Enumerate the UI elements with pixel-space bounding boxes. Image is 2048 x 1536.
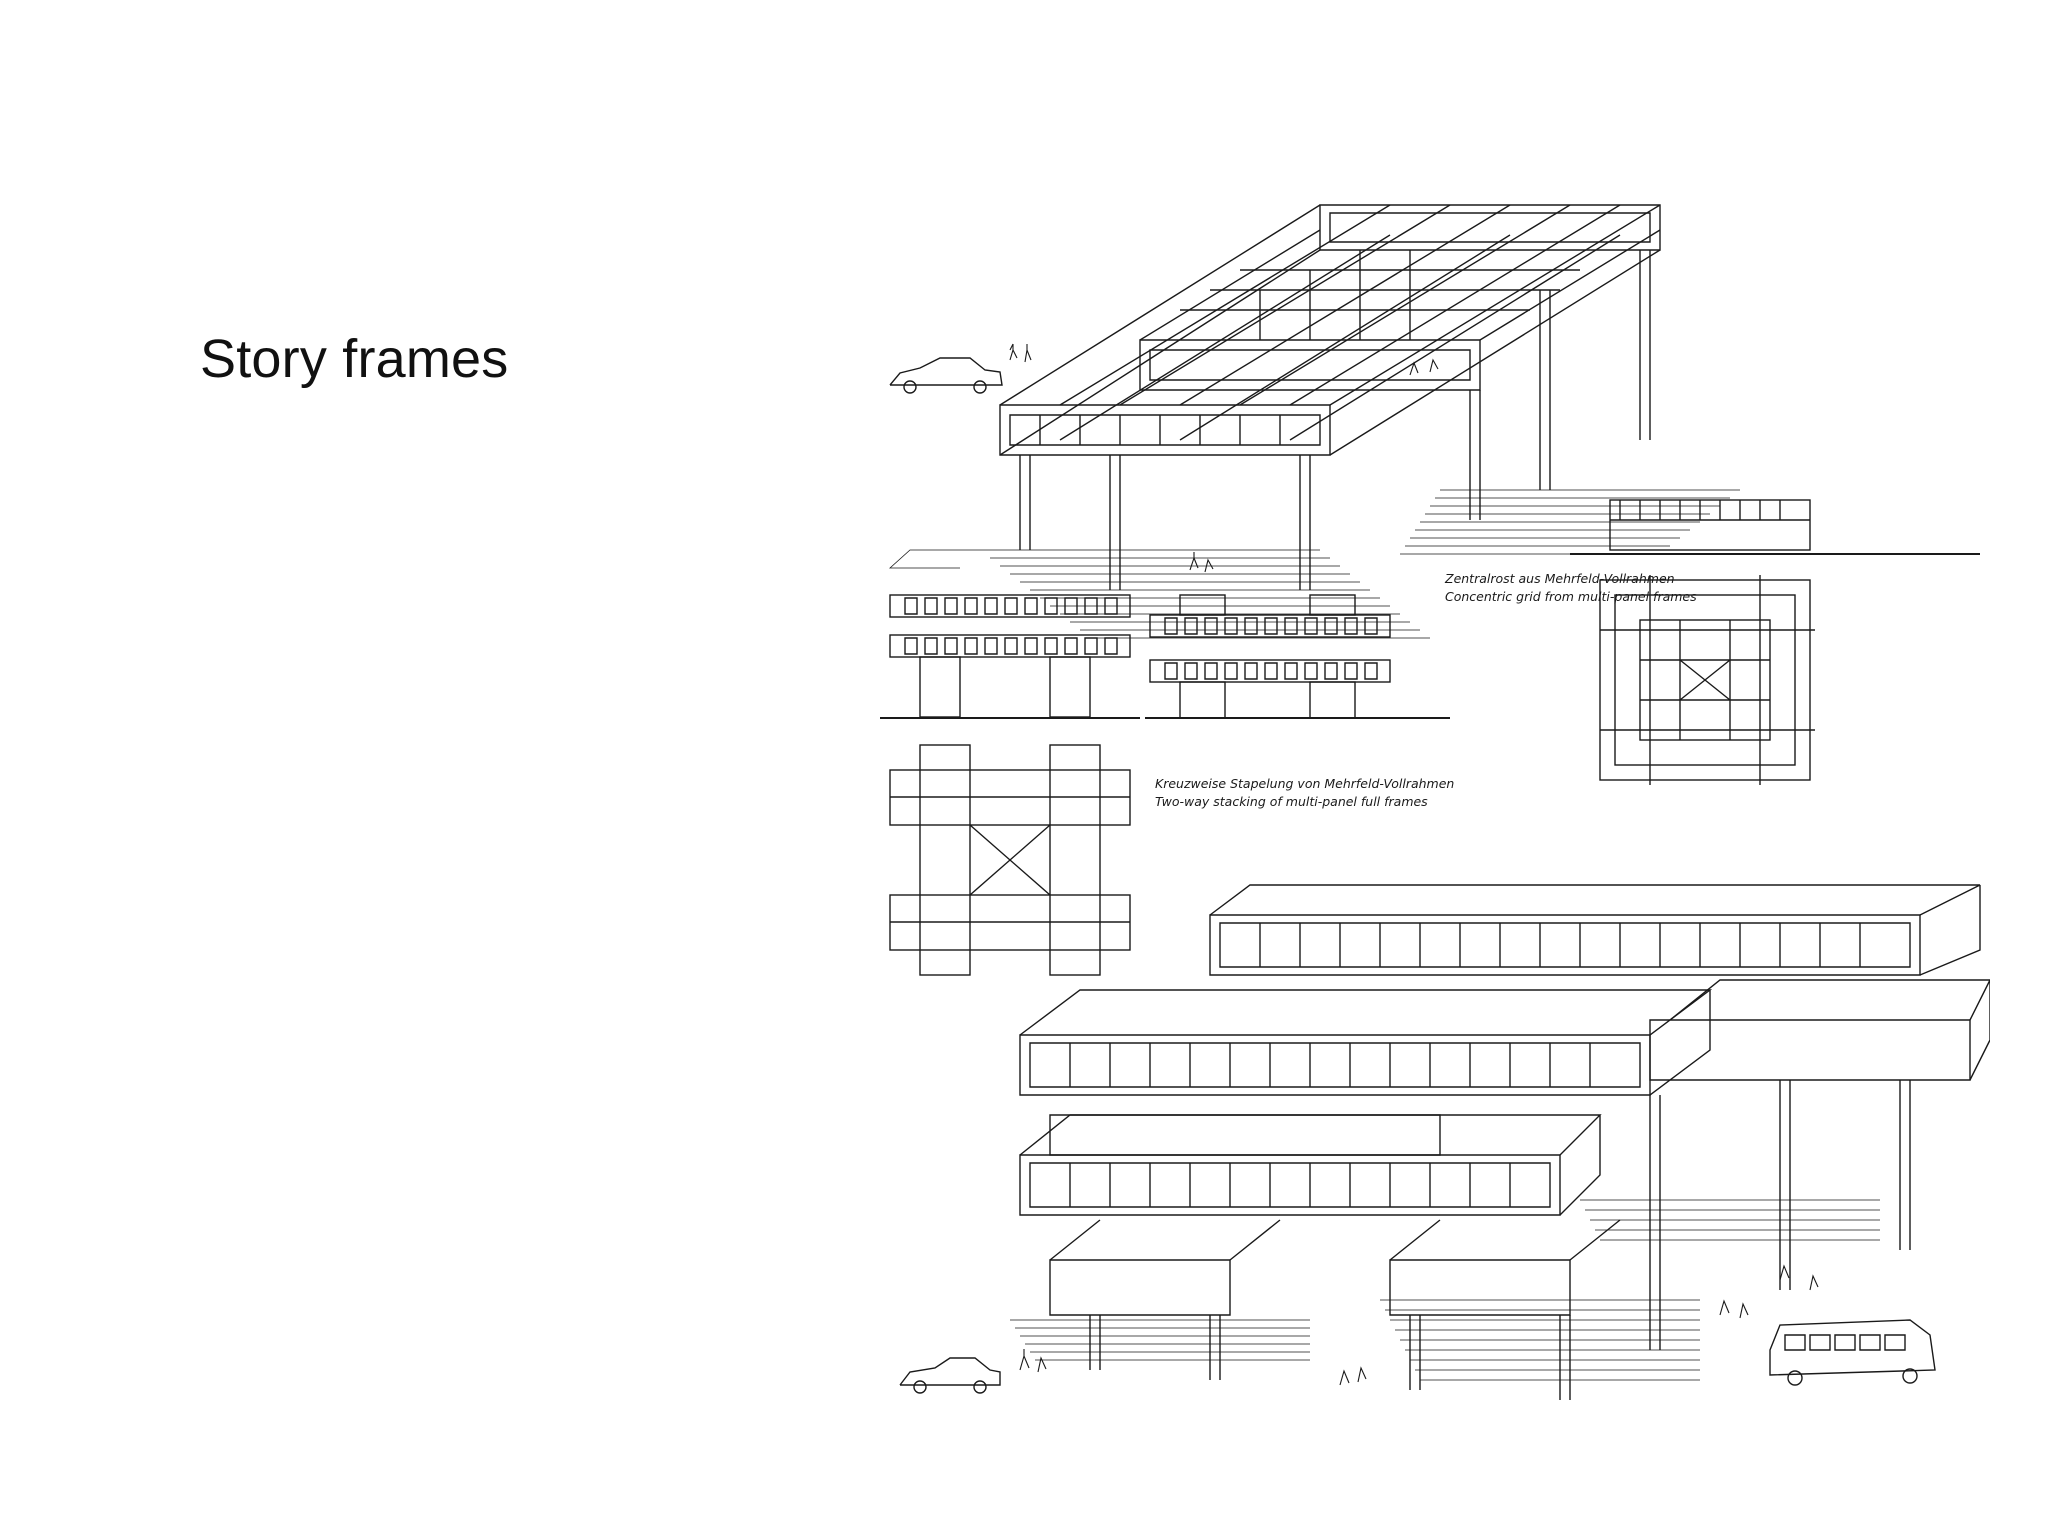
two-way-stacking-perspective (899, 884, 1990, 1400)
caption-two-way-en: Two-way stacking of multi-panel full fra… (1155, 794, 1428, 809)
people-sketch-top (1009, 343, 1439, 573)
plan-two-way (889, 744, 1131, 976)
ground-hatch-top (888, 489, 1740, 639)
elevation-middle (1145, 594, 1450, 719)
caption-two-way: Kreuzweise Stapelung von Mehrfeld-Vollra… (1155, 776, 1454, 809)
caption-concentric-de: Zentralrost aus Mehrfeld-Vollrahmen (1444, 571, 1675, 586)
slide-title: Story frames (200, 329, 509, 389)
car-sketch-bottom (899, 1357, 1001, 1394)
van-sketch (1769, 1319, 1936, 1386)
drawing-svg: Zentralrost aus Mehrfeld-Vollrahmen Conc… (880, 204, 1990, 1400)
people-sketch-bottom (1019, 1264, 1819, 1386)
caption-two-way-de: Kreuzweise Stapelung von Mehrfeld-Vollra… (1155, 776, 1454, 791)
concentric-grid-perspective (888, 204, 1740, 639)
plan-concentric (1599, 575, 1815, 785)
architectural-drawing: Zentralrost aus Mehrfeld-Vollrahmen Conc… (880, 190, 1990, 1435)
caption-concentric: Zentralrost aus Mehrfeld-Vollrahmen Conc… (1444, 571, 1697, 604)
car-sketch-top (889, 357, 1003, 394)
elevation-small-right (1570, 499, 1980, 555)
ground-hatch-bottom (1010, 1199, 1880, 1381)
caption-concentric-en: Concentric grid from multi-panel frames (1445, 589, 1697, 604)
elevation-left (880, 594, 1140, 719)
